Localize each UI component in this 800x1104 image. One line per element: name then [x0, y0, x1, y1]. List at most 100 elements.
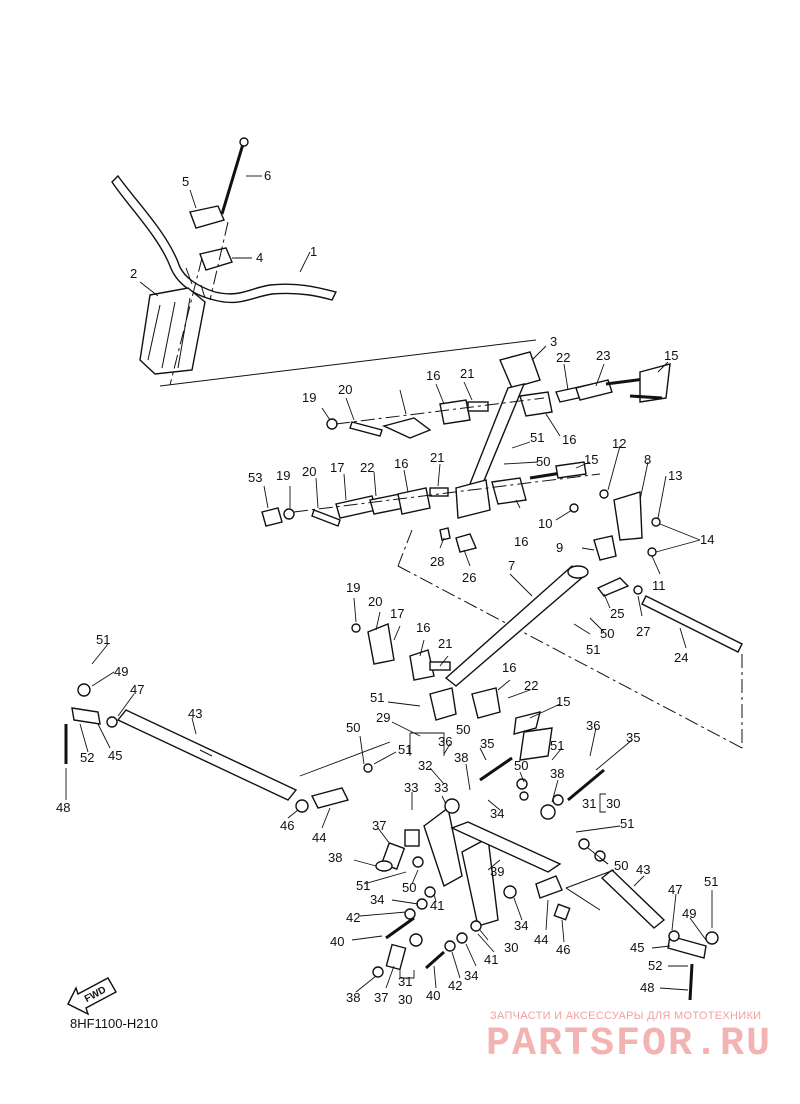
bushings: [363, 763, 606, 978]
callout-19c: 19: [346, 580, 360, 595]
callout-26: 26: [462, 570, 476, 585]
callout-5: 5: [182, 174, 189, 189]
callout-19a: 19: [302, 390, 316, 405]
callout-9: 9: [556, 540, 563, 555]
callout-33b: 33: [434, 780, 448, 795]
callout-34a: 34: [490, 806, 504, 821]
left-tie-rod-end: [64, 683, 118, 764]
callout-7: 7: [508, 558, 515, 573]
callout-47b: 47: [668, 882, 682, 897]
callout-20c: 20: [368, 594, 382, 609]
callout-20b: 20: [302, 464, 316, 479]
tie-rod-end-44-right: [535, 875, 571, 921]
long-shaft-43: [116, 709, 298, 801]
callout-41a: 41: [430, 898, 444, 913]
callout-50c: 50: [456, 722, 470, 737]
callout-35a: 35: [480, 736, 494, 751]
callout-40b: 40: [426, 988, 440, 1003]
callout-51h: 51: [704, 874, 718, 889]
callout-15c: 15: [556, 694, 570, 709]
mid-linkage: [351, 623, 553, 761]
callout-4: 4: [256, 250, 263, 265]
callout-21b: 21: [430, 450, 444, 465]
callout-3: 3: [550, 334, 557, 349]
handlebar-holder: [189, 205, 233, 271]
callout-32: 32: [418, 758, 432, 773]
callout-51c: 51: [96, 632, 110, 647]
callout-1: 1: [310, 244, 317, 259]
tie-rod-end-25: [596, 577, 643, 597]
grip: [139, 287, 206, 375]
callout-48a: 48: [56, 800, 70, 815]
callout-30a: 30: [606, 796, 620, 811]
callout-34d: 34: [464, 968, 478, 983]
callout-15a: 15: [664, 348, 678, 363]
callout-44a: 44: [312, 830, 326, 845]
callout-51i: 51: [356, 878, 370, 893]
steering-column: [455, 351, 541, 519]
callout-21a: 21: [460, 366, 474, 381]
callout-43a: 43: [188, 706, 202, 721]
callout-38a: 38: [454, 750, 468, 765]
callout-19b: 19: [276, 468, 290, 483]
callout-38d: 38: [346, 990, 360, 1005]
right-tie-rod-end: [667, 930, 719, 1001]
watermark-subtitle: ЗАПЧАСТИ И АКСЕССУАРЫ ДЛЯ МОТОТЕХНИКИ: [490, 1010, 762, 1022]
center-link-39: [450, 821, 562, 873]
callout-43b: 43: [636, 862, 650, 877]
callout-37a: 37: [372, 818, 386, 833]
callout-16c: 16: [394, 456, 408, 471]
callout-16f: 16: [502, 660, 516, 675]
callout-51d: 51: [370, 690, 384, 705]
callout-27: 27: [636, 624, 650, 639]
callout-25: 25: [610, 606, 624, 621]
callout-50a: 50: [536, 454, 550, 469]
callout-12: 12: [612, 436, 626, 451]
long-shaft-43-right: [600, 869, 666, 929]
callout-50b: 50: [600, 626, 614, 641]
handlebar: [111, 174, 338, 304]
callout-51f: 51: [550, 738, 564, 753]
callout-16d: 16: [514, 534, 528, 549]
callout-35b: 35: [626, 730, 640, 745]
callout-15b: 15: [584, 452, 598, 467]
callout-42b: 42: [448, 978, 462, 993]
callout-52b: 52: [648, 958, 662, 973]
callout-50d: 50: [346, 720, 360, 735]
callout-29: 29: [376, 710, 390, 725]
callout-16b: 16: [562, 432, 576, 447]
callout-45a: 45: [108, 748, 122, 763]
callout-8: 8: [644, 452, 651, 467]
bolts-35: [479, 756, 605, 802]
watermark-brand[interactable]: PARTSFOR.RU: [486, 1022, 773, 1067]
callout-labels: 1 2 3 4 5 6 7 8 9 10 11 12 13 14 15 15 1…: [56, 168, 718, 1007]
callout-48b: 48: [640, 980, 654, 995]
callout-17a: 17: [330, 460, 344, 475]
callout-46a: 46: [280, 818, 294, 833]
callout-30b: 30: [504, 940, 518, 955]
callout-28: 28: [430, 554, 444, 569]
callout-41b: 41: [484, 952, 498, 967]
callout-22a: 22: [556, 350, 570, 365]
callout-45b: 45: [630, 940, 644, 955]
callout-33a: 33: [404, 780, 418, 795]
upper-linkage: [326, 363, 671, 439]
callout-20a: 20: [338, 382, 352, 397]
pitman-arm-30: [461, 836, 499, 927]
callout-11: 11: [652, 578, 666, 593]
callout-49b: 49: [682, 906, 696, 921]
callout-38b: 38: [550, 766, 564, 781]
callout-42a: 42: [346, 910, 360, 925]
callout-52a: 52: [80, 750, 94, 765]
callout-46b: 46: [556, 942, 570, 957]
callout-2: 2: [130, 266, 137, 281]
callout-10: 10: [538, 516, 552, 531]
mid-bolts: [295, 787, 350, 813]
callout-31a: 31: [582, 796, 596, 811]
callout-49a: 49: [114, 664, 128, 679]
callout-17b: 17: [390, 606, 404, 621]
callout-6: 6: [264, 168, 271, 183]
callout-31b: 31: [398, 974, 412, 989]
callout-47a: 47: [130, 682, 144, 697]
